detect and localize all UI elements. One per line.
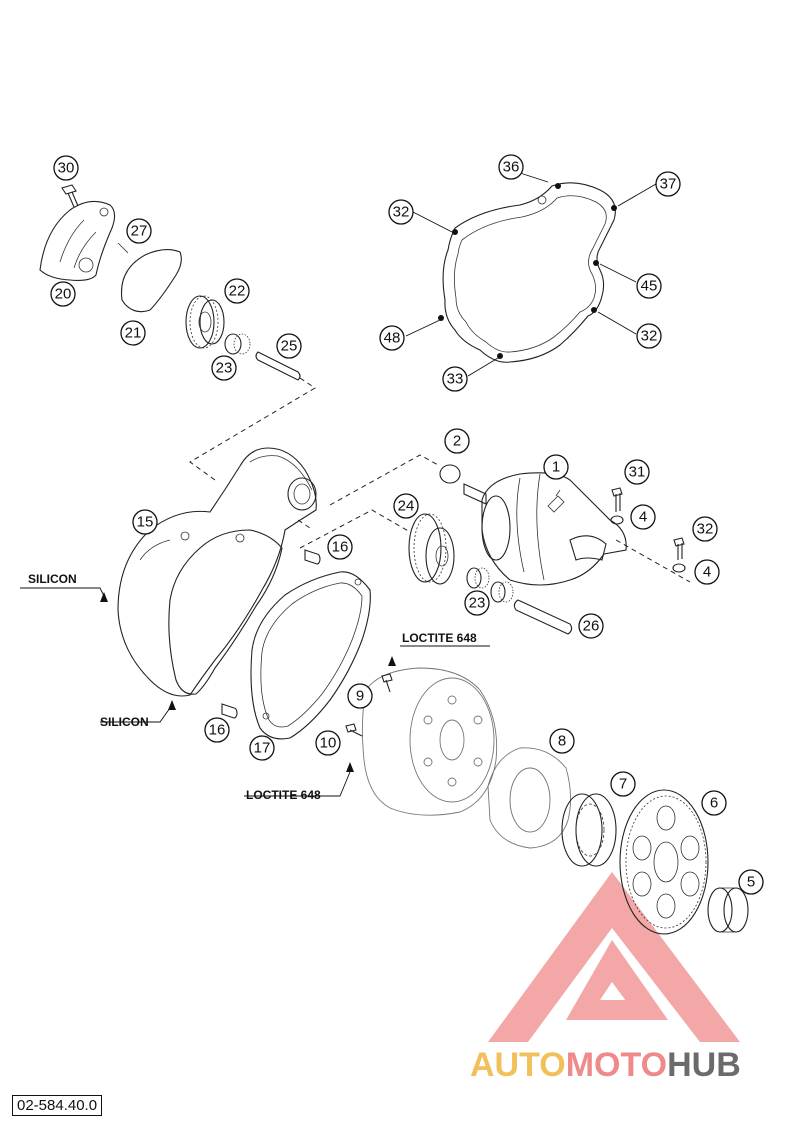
callout-26: 26 — [578, 613, 604, 639]
svg-text:27: 27 — [131, 223, 148, 240]
svg-text:9: 9 — [356, 688, 364, 705]
svg-text:32: 32 — [393, 204, 410, 221]
diagram-reference-code: 02-584.40.0 — [12, 1095, 103, 1116]
svg-text:33: 33 — [447, 371, 464, 388]
svg-text:17: 17 — [254, 740, 271, 757]
svg-text:24: 24 — [398, 498, 415, 515]
callout-5: 5 — [738, 869, 764, 895]
watermark-word-auto: AUTO — [470, 1046, 566, 1084]
svg-text:16: 16 — [332, 539, 349, 556]
part-callouts: 30 27 20 21 22 23 25 36 37 32 45 48 32 3… — [50, 154, 764, 895]
callout-36: 36 — [498, 154, 524, 180]
callout-16-lower: 16 — [204, 717, 230, 743]
svg-text:32: 32 — [697, 521, 714, 538]
svg-text:31: 31 — [629, 464, 646, 481]
pump-cover-assembly — [39, 184, 301, 381]
svg-text:15: 15 — [137, 514, 154, 531]
callout-21: 21 — [120, 320, 146, 346]
callout-7: 7 — [610, 771, 636, 797]
callout-23-top: 23 — [211, 355, 237, 381]
cover-gasket — [250, 571, 371, 740]
callout-4-lower: 4 — [694, 559, 720, 585]
starter-motor — [439, 464, 686, 586]
callout-48: 48 — [379, 325, 405, 351]
callout-1: 1 — [543, 454, 569, 480]
svg-text:45: 45 — [641, 278, 658, 295]
watermark-word-hub: HUB — [667, 1046, 741, 1084]
svg-text:10: 10 — [320, 735, 337, 752]
idler-gear-assembly — [408, 513, 573, 635]
svg-text:22: 22 — [229, 283, 246, 300]
svg-text:25: 25 — [281, 338, 298, 355]
callout-32-gasket-left: 32 — [388, 199, 414, 225]
svg-text:23: 23 — [469, 595, 486, 612]
svg-text:7: 7 — [619, 776, 627, 793]
callout-22: 22 — [224, 278, 250, 304]
flywheel-rotor — [100, 592, 498, 816]
callout-16-upper: 16 — [327, 534, 353, 560]
callout-31: 31 — [624, 459, 650, 485]
callout-24: 24 — [393, 493, 419, 519]
callout-4-upper: 4 — [630, 504, 656, 530]
svg-text:5: 5 — [747, 874, 755, 891]
callout-8: 8 — [549, 728, 575, 754]
callout-23-lower: 23 — [464, 590, 490, 616]
svg-text:4: 4 — [703, 564, 711, 581]
callout-6: 6 — [701, 790, 727, 816]
watermark-word-moto: MOTO — [566, 1046, 667, 1084]
svg-text:AUTOMOTOHUB: AUTOMOTOHUB — [470, 1046, 741, 1084]
svg-text:36: 36 — [503, 159, 520, 176]
callout-33: 33 — [442, 366, 468, 392]
callout-2: 2 — [444, 428, 470, 454]
svg-text:48: 48 — [384, 330, 401, 347]
callout-30: 30 — [53, 155, 79, 181]
svg-text:30: 30 — [58, 160, 75, 177]
svg-text:4: 4 — [639, 509, 647, 526]
svg-text:8: 8 — [558, 733, 566, 750]
leader-lines — [20, 172, 657, 797]
callout-17: 17 — [249, 735, 275, 761]
callout-45: 45 — [636, 273, 662, 299]
svg-text:23: 23 — [216, 360, 233, 377]
svg-text:2: 2 — [453, 433, 461, 450]
assembly-notes: SILICON SILICON LOCTITE 648 LOCTITE 648 — [28, 572, 477, 802]
watermark-logo: AUTOMOTOHUB — [470, 872, 741, 1084]
svg-text:20: 20 — [55, 286, 72, 303]
svg-text:37: 37 — [660, 176, 677, 193]
callout-20: 20 — [50, 281, 76, 307]
callout-32-starter: 32 — [692, 516, 718, 542]
engine-cover — [117, 447, 321, 719]
callout-10: 10 — [315, 730, 341, 756]
callout-25: 25 — [276, 333, 302, 359]
note-loctite-upper: LOCTITE 648 — [402, 631, 477, 645]
callout-32-gasket-right: 32 — [636, 323, 662, 349]
callout-9: 9 — [347, 683, 373, 709]
svg-text:16: 16 — [209, 722, 226, 739]
callout-27: 27 — [126, 218, 152, 244]
note-silicon-upper: SILICON — [28, 572, 77, 586]
callout-15: 15 — [132, 509, 158, 535]
svg-text:1: 1 — [552, 459, 560, 476]
freewheel-assembly — [487, 747, 749, 935]
ignition-cover-gasket — [438, 182, 617, 363]
note-silicon-lower: SILICON — [100, 715, 149, 729]
assembly-guide-lines — [189, 377, 691, 583]
svg-text:21: 21 — [125, 325, 142, 342]
svg-text:32: 32 — [641, 328, 658, 345]
note-loctite-lower: LOCTITE 648 — [246, 788, 321, 802]
svg-text:26: 26 — [583, 618, 600, 635]
callout-37: 37 — [655, 171, 681, 197]
svg-text:6: 6 — [710, 795, 718, 812]
